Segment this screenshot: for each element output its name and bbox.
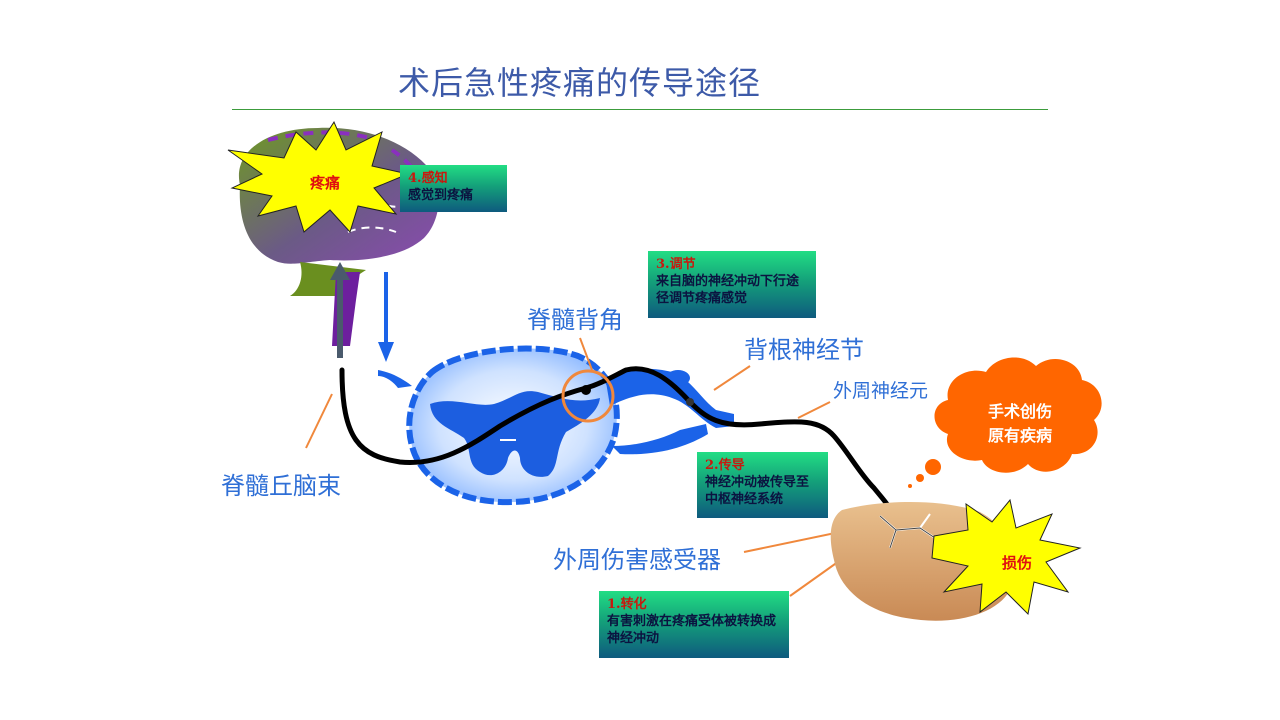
step-heading: 2.传导 xyxy=(705,458,745,473)
slide-title: 术后急性疼痛的传导途径 xyxy=(398,64,762,102)
pain-burst xyxy=(227,120,410,233)
step-box-transduction: 1.转化 有害刺激在疼痛受体被转换成神经冲动 xyxy=(599,591,789,658)
step-text: 感觉到疼痛 xyxy=(408,188,474,203)
step-box-transmission: 2.传导 神经冲动被传导至中枢神经系统 xyxy=(697,452,828,518)
injury-burst-label: 损伤 xyxy=(1002,554,1033,572)
ascending-arrowhead xyxy=(330,262,350,280)
step-text: 神经冲动被传导至中枢神经系统 xyxy=(705,475,810,507)
step-text: 有害刺激在疼痛受体被转换成神经冲动 xyxy=(607,614,777,646)
descending-arrowhead xyxy=(378,342,394,362)
label-spinothalamic: 脊髓丘脑束 xyxy=(221,472,341,500)
dorsal-horn-circle xyxy=(561,369,615,423)
step-box-modulation: 3.调节 来自脑的神经冲动下行途径调节疼痛感觉 xyxy=(648,251,816,318)
step-box-perception: 4.感知 感觉到疼痛 xyxy=(400,165,507,212)
step-heading: 3.调节 xyxy=(656,257,696,272)
label-dorsal-horn: 脊髓背角 xyxy=(527,306,623,334)
cloud-line-2: 原有疾病 xyxy=(987,426,1052,445)
pain-burst-label: 疼痛 xyxy=(310,174,341,192)
step-heading: 1.转化 xyxy=(607,597,647,612)
step-text: 来自脑的神经冲动下行途径调节疼痛感觉 xyxy=(656,274,800,306)
cloud-text: 手术创伤 原有疾病 xyxy=(964,400,1076,448)
step-heading: 4.感知 xyxy=(408,171,448,186)
cloud-line-1: 手术创伤 xyxy=(987,402,1052,421)
label-nociceptor: 外周伤害感受器 xyxy=(553,546,721,574)
thought-cloud xyxy=(908,357,1102,488)
title-rule xyxy=(232,109,1048,110)
label-drg: 背根神经节 xyxy=(744,336,864,364)
injury-burst xyxy=(931,498,1082,616)
nerve-pathway xyxy=(339,366,895,515)
label-peripheral-neuron: 外周神经元 xyxy=(833,380,929,402)
